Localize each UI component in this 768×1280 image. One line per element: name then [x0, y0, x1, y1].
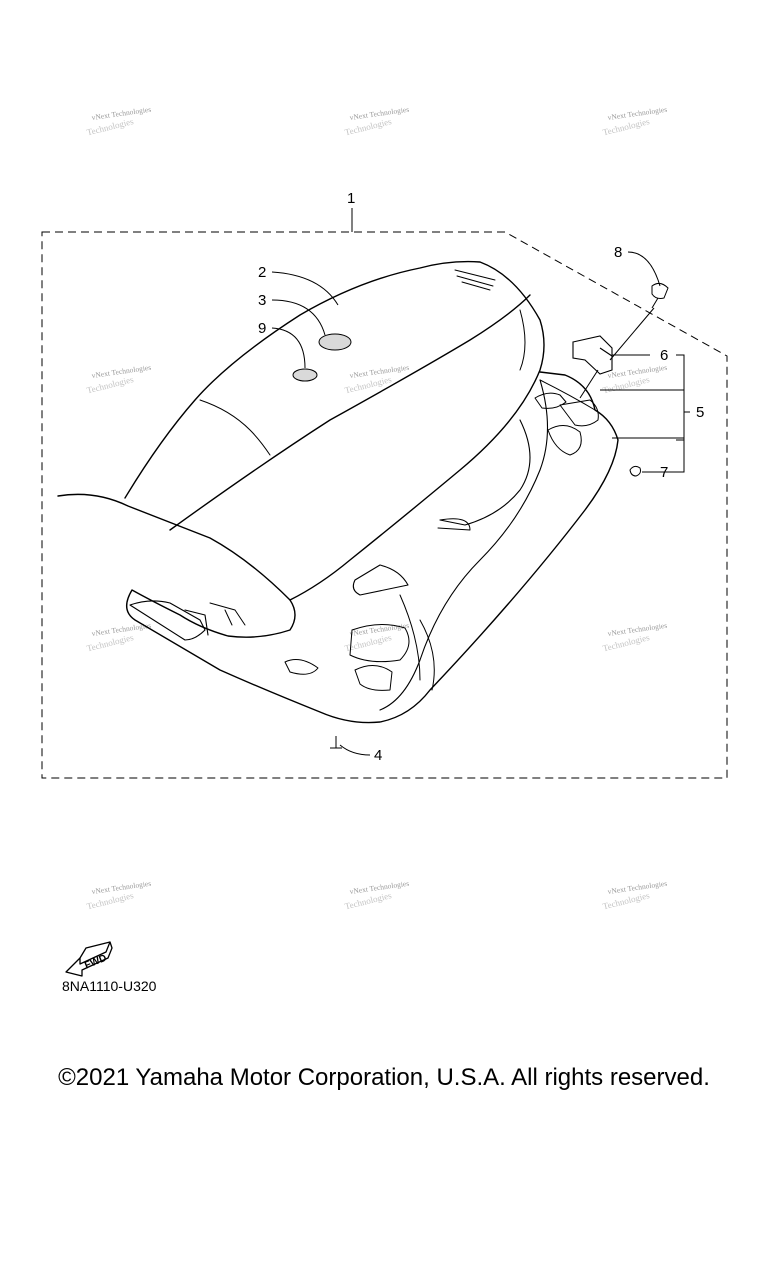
- callout-6: 6: [660, 347, 668, 364]
- leader-7: [642, 440, 685, 473]
- clip-4: [330, 736, 342, 749]
- seat-frame-pocket-2: [284, 659, 319, 675]
- fwd-arrow-icon: FWD: [65, 941, 113, 977]
- watermark-grid: vNext Technologies Technologies vNext Te…: [86, 105, 668, 912]
- leader-5-bracket: [676, 354, 690, 441]
- watermark: vNext Technologies Technologies: [86, 363, 152, 396]
- callouts: 1 2 3 9 8 6 5 7 4: [258, 190, 704, 764]
- seat-cushion-top: [124, 260, 545, 601]
- seat-frame-inner: [379, 379, 549, 711]
- watermark: vNext Technologies Technologies: [86, 621, 152, 654]
- seat-frame-pocket-3: [354, 665, 393, 691]
- leader-6-drop: [579, 369, 599, 399]
- callout-5: 5: [696, 404, 704, 421]
- leader-3: [271, 299, 326, 336]
- hinge-bracket-6: [572, 335, 613, 375]
- screw-8: [651, 282, 669, 309]
- seat-frame-pocket: [349, 624, 410, 663]
- callout-4: 4: [374, 747, 382, 764]
- leader-4: [339, 744, 371, 756]
- seat-frame-tail: [539, 379, 596, 411]
- leader-9: [271, 327, 306, 369]
- nut-7: [629, 465, 641, 477]
- seat-cutout-3: [318, 333, 352, 351]
- seat-front-mark: [209, 602, 246, 626]
- leader-8-drop: [609, 307, 655, 361]
- leader-2: [271, 271, 339, 306]
- leader-lines: [271, 208, 690, 756]
- callout-7: 7: [660, 464, 668, 481]
- seat-frame-detail: [547, 425, 582, 456]
- watermark: vNext Technologies Technologies: [602, 879, 668, 912]
- watermark: vNext Technologies Technologies: [602, 105, 668, 138]
- seat-frame-detail-2: [437, 518, 471, 531]
- seat-assembly-drawing: [57, 260, 619, 724]
- callout-9: 9: [258, 320, 266, 337]
- seat-frame-rib: [399, 594, 435, 691]
- callout-1: 1: [347, 190, 355, 207]
- copyright-notice: ©2021 Yamaha Motor Corporation, U.S.A. A…: [58, 1064, 710, 1091]
- seat-logo: [454, 269, 496, 291]
- watermark: vNext Technologies Technologies: [86, 105, 152, 138]
- callout-3: 3: [258, 292, 266, 309]
- fwd-label: FWD: [83, 953, 108, 972]
- diagram-code: 8NA1110-U320: [62, 978, 157, 994]
- seat-cushion-seam: [169, 294, 531, 531]
- seat-frame-ridge: [439, 419, 531, 526]
- seat-cutout-9: [292, 368, 318, 382]
- watermark: vNext Technologies Technologies: [344, 105, 410, 138]
- latch-area: [534, 392, 599, 427]
- seat-cushion-edge: [199, 399, 271, 456]
- assembly-boundary: [41, 231, 728, 779]
- watermark: vNext Technologies Technologies: [344, 621, 410, 654]
- callout-8: 8: [614, 244, 622, 261]
- seat-front-bracket: [129, 600, 209, 641]
- watermark: vNext Technologies Technologies: [86, 879, 152, 912]
- watermark: vNext Technologies Technologies: [344, 879, 410, 912]
- watermark: vNext Technologies Technologies: [602, 621, 668, 654]
- leader-8: [627, 251, 661, 287]
- seat-base: [57, 371, 619, 724]
- seat-cushion-edge-2: [519, 309, 526, 371]
- seat-frame-ridge-2: [352, 564, 409, 596]
- watermark: vNext Technologies Technologies: [344, 363, 410, 396]
- callout-2: 2: [258, 264, 266, 281]
